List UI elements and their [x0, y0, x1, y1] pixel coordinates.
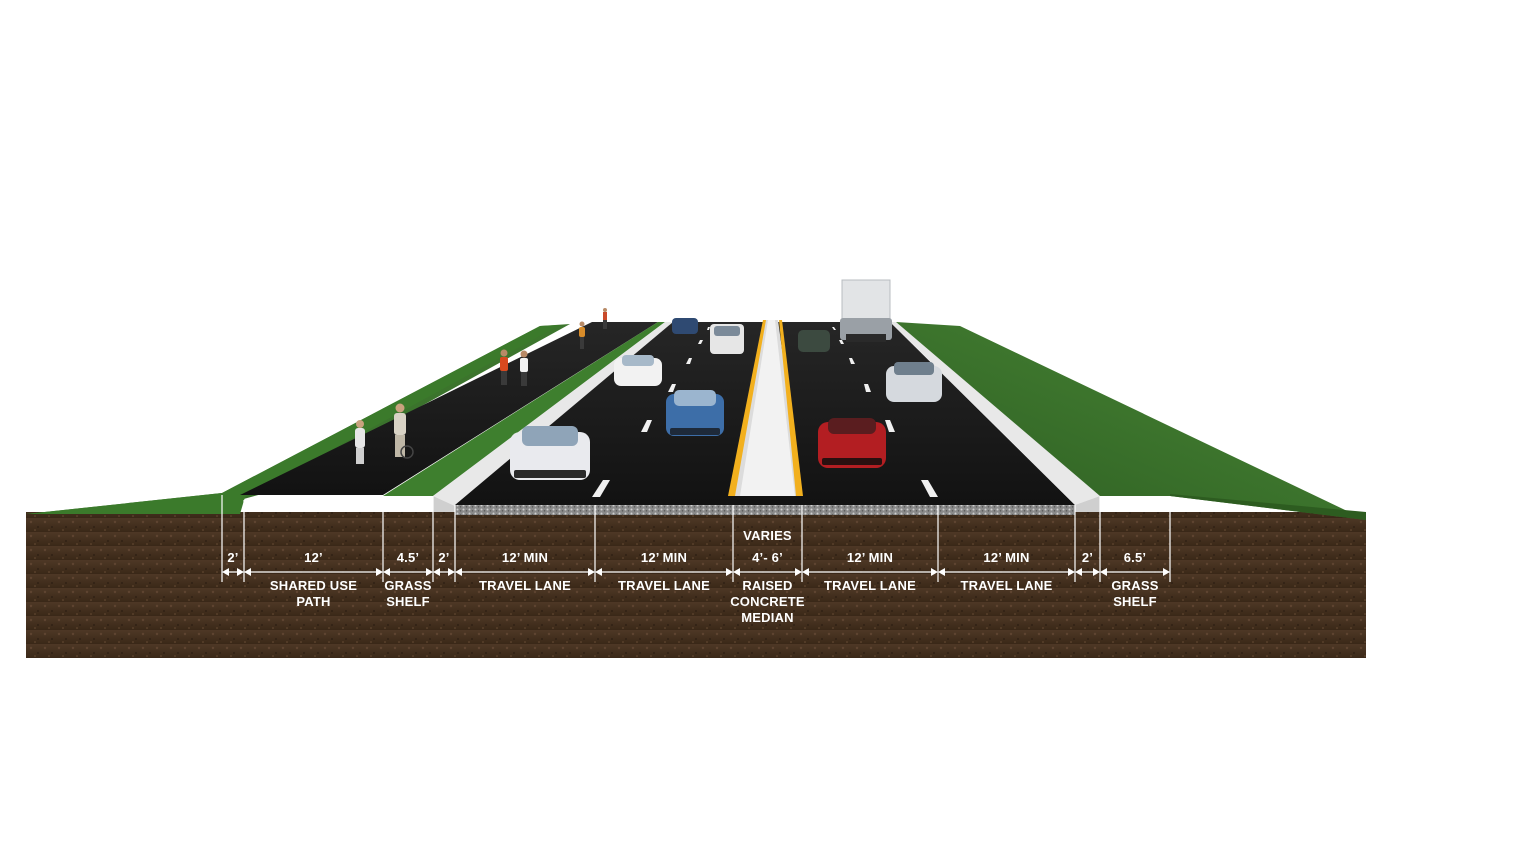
car-icon — [666, 390, 724, 436]
dimension-travel-lane-2 — [595, 568, 733, 576]
dimension-width-left-buffer: 2’ — [227, 550, 238, 565]
pedestrian-icon — [579, 321, 585, 349]
car-icon — [886, 362, 942, 402]
dimension-width-travel-lane-3: 12’ MIN — [847, 550, 893, 565]
dimension-width-curb-left: 2’ — [438, 550, 449, 565]
median-yellow-stripe-right — [779, 320, 803, 496]
dimension-width-travel-lane-4: 12’ MIN — [983, 550, 1029, 565]
segment-label-grass-shelf-right: GRASS — [1111, 578, 1158, 593]
dimension-travel-lane-3 — [802, 568, 938, 576]
grass-shelf-left-surface — [383, 322, 665, 496]
pedestrian-icon — [520, 350, 528, 386]
right-grass-berm — [896, 322, 1366, 520]
soil-block — [26, 512, 1366, 658]
segment-label-median: RAISED — [742, 578, 792, 593]
lane-dashes-right — [832, 327, 938, 497]
dimension-width-grass-shelf-left: 4.5’ — [397, 550, 419, 565]
segment-label-median: MEDIAN — [741, 610, 793, 625]
car-icon — [510, 426, 590, 480]
left-grass-berm-outer — [26, 325, 560, 514]
dimension-note-median: VARIES — [743, 528, 792, 543]
pedestrian-icon — [603, 308, 607, 329]
dimension-curb-left — [433, 568, 455, 576]
segment-label-grass-shelf-left: SHELF — [386, 594, 430, 609]
segment-label-travel-lane-3: TRAVEL LANE — [824, 578, 916, 593]
left-curb — [433, 322, 673, 506]
dimension-curb-right — [1075, 568, 1100, 576]
dimension-median — [733, 568, 802, 576]
pedestrian-icon — [394, 403, 414, 459]
dimension-width-shared-use-path: 12’ — [304, 550, 323, 565]
car-icon — [818, 418, 886, 468]
dimension-width-grass-shelf-right: 6.5’ — [1124, 550, 1146, 565]
dimension-left-buffer — [222, 568, 244, 576]
pedestrian-icon — [500, 349, 508, 385]
lane-dashes-left — [592, 327, 710, 497]
dimension-width-travel-lane-1: 12’ MIN — [502, 550, 548, 565]
dimension-lines — [221, 495, 1171, 582]
car-icon — [614, 355, 662, 386]
dimension-grass-shelf-right — [1100, 568, 1170, 576]
car-icon — [672, 318, 698, 334]
segment-label-median: CONCRETE — [730, 594, 805, 609]
segment-label-grass-shelf-right: SHELF — [1113, 594, 1157, 609]
dimension-travel-lane-4 — [938, 568, 1075, 576]
pedestrian-icon — [355, 420, 365, 464]
dimension-width-median: 4’- 6’ — [752, 550, 783, 565]
dimension-travel-lane-1 — [455, 568, 595, 576]
dimension-shared-use-path — [244, 568, 383, 576]
segment-label-shared-use-path: PATH — [296, 594, 330, 609]
car-icon — [710, 324, 744, 354]
right-curb — [890, 322, 1100, 505]
gravel-base — [455, 505, 1075, 515]
box-truck-icon — [840, 279, 892, 342]
dimension-grass-shelf-left — [383, 568, 433, 576]
segment-label-travel-lane-1: TRAVEL LANE — [479, 578, 571, 593]
segment-label-travel-lane-4: TRAVEL LANE — [960, 578, 1052, 593]
dimension-width-curb-right: 2’ — [1082, 550, 1093, 565]
segment-label-shared-use-path: SHARED USE — [270, 578, 357, 593]
car-icon — [798, 330, 830, 352]
median-yellow-stripe-left — [728, 320, 766, 496]
shared-use-path-surface — [240, 322, 658, 495]
dimension-width-travel-lane-2: 12’ MIN — [641, 550, 687, 565]
segment-label-grass-shelf-left: GRASS — [384, 578, 431, 593]
segment-label-travel-lane-2: TRAVEL LANE — [618, 578, 710, 593]
